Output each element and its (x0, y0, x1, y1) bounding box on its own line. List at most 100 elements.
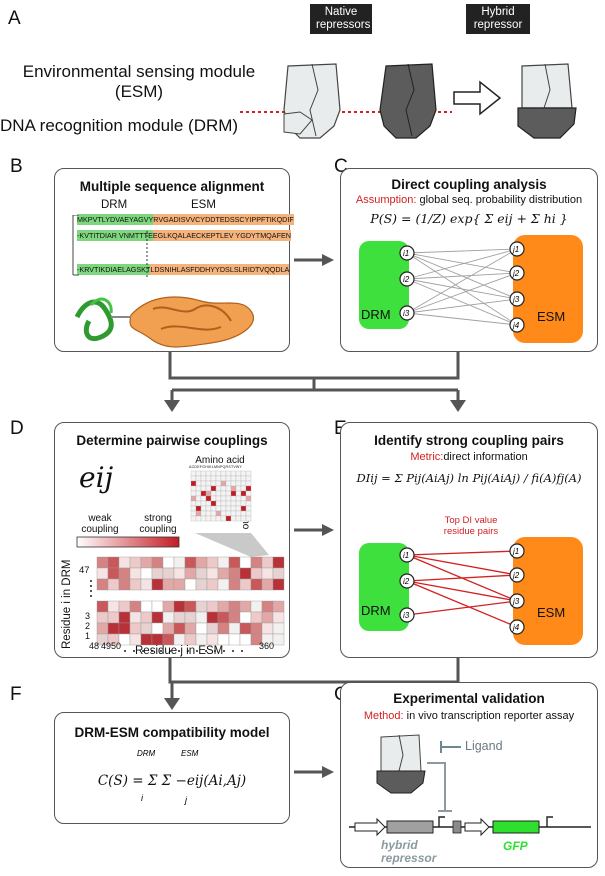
top-di-label-line1: Top DI value (444, 515, 498, 526)
zoom-cell (245, 495, 252, 502)
zoom-cell (205, 505, 212, 512)
heatmap-cell (162, 633, 175, 646)
heatmap-cell (184, 633, 197, 646)
zoom-cell (215, 515, 222, 522)
arrow-d-to-e (294, 524, 334, 536)
drm-block (359, 241, 409, 329)
arrow-b-to-c (294, 254, 334, 266)
esm-sequence: RVGADISVVCYDDTEDSSCYIPPFTIKQDIF (153, 214, 294, 225)
zoom-cell (225, 480, 232, 487)
heatmap-cell (140, 622, 153, 635)
axis-ellipsis-dot (90, 580, 92, 582)
zoom-cell (205, 490, 212, 497)
coupling-edge (406, 278, 518, 300)
zoom-cell (225, 490, 232, 497)
panel-b-title: Multiple sequence alignment (79, 179, 265, 194)
zoom-cell (205, 470, 212, 477)
x-tick-49: 49 (101, 641, 112, 651)
zoom-cell (190, 510, 197, 517)
compatibility-formula: C(S) = Σ Σ −eij(Ai,Aj) (97, 773, 247, 789)
drm-residue-node (399, 607, 415, 623)
esm-node-label: j1 (512, 547, 519, 556)
zoom-cell (225, 505, 232, 512)
heatmap-cell (107, 600, 120, 613)
heatmap-cell (250, 611, 263, 624)
heatmap-cell (129, 611, 142, 624)
axis-ellipsis-dot (133, 650, 135, 652)
heatmap-cell (184, 622, 197, 635)
coupling-edge (406, 554, 518, 576)
heatmap-cell (151, 567, 164, 580)
zoom-cell (215, 500, 222, 507)
esm-label-line2: (ESM) (114, 82, 164, 101)
panel-e-title: Identify strong coupling pairs (374, 433, 564, 448)
zoom-cell (245, 485, 252, 492)
coupling-edge (406, 550, 518, 556)
color-scale-bar (76, 536, 180, 548)
esm-node-label: j2 (512, 269, 520, 278)
zoom-cell (190, 470, 197, 477)
heatmap-cell (195, 622, 208, 635)
sequence-row: -KRVTIKDIAELAGSKTLDSNIHLASFDDHYYDSLSLRID… (77, 264, 290, 275)
heatmap-cell (239, 622, 252, 635)
zoom-cell (215, 475, 222, 482)
zoom-cell (195, 505, 202, 512)
zoom-cell (195, 480, 202, 487)
panel-e: Identify strong coupling pairs Metric:di… (340, 422, 598, 658)
compatibility-formula-graphic: DRM ESM i j (137, 749, 199, 805)
coupling-edge (406, 278, 518, 326)
axis-ellipsis-dot (90, 595, 92, 597)
drm-node-label: i1 (403, 249, 409, 258)
zoom-cell (230, 500, 237, 507)
zoom-cell (200, 485, 207, 492)
axis-ellipsis-dot (169, 650, 171, 652)
heatmap-cell (184, 556, 197, 569)
axis-ellipsis-dot (187, 650, 189, 652)
zoom-cell (230, 495, 237, 502)
heatmap-cell (151, 633, 164, 646)
zoom-cell (240, 470, 247, 477)
zoom-cell (190, 505, 197, 512)
axis-ellipsis-dot (205, 650, 207, 652)
heatmap-cell (173, 556, 186, 569)
assumption-text: global seq. probability distribution (416, 194, 583, 206)
zoom-cell (195, 490, 202, 497)
zoom-cell (210, 480, 217, 487)
zoom-cell (225, 495, 232, 502)
zoom-cell (225, 515, 232, 522)
zoom-cell (240, 505, 247, 512)
sequence-row: MKPVTLYDVAEYAGVYRVGADISVVCYDDTEDSSCYIPPF… (77, 214, 294, 225)
heatmap-cell (250, 556, 263, 569)
heatmap-cell (272, 633, 285, 646)
coupling-edge (406, 272, 518, 280)
heatmap-cell (217, 611, 230, 624)
heatmap-cell (140, 611, 153, 624)
heatmap-cell (151, 578, 164, 591)
panel-f-title: DRM-ESM compatibility model (74, 725, 270, 740)
drm-sequence: -KVTITDIAR VNMTTTE (77, 230, 153, 241)
zoom-cell (205, 515, 212, 522)
zoom-cell (215, 505, 222, 512)
zoom-cell (245, 500, 252, 507)
heatmap-cell (206, 567, 219, 580)
zoom-cell (230, 505, 237, 512)
zoom-cell (200, 490, 207, 497)
coupling-edge (406, 272, 518, 314)
zoom-cell (240, 490, 247, 497)
heatmap-cell (96, 600, 109, 613)
zoom-cell (220, 510, 227, 517)
zoom-cell (240, 500, 247, 507)
zoom-cell (200, 510, 207, 517)
heatmap-cell (140, 600, 153, 613)
zoom-cell (245, 480, 252, 487)
native-repressor-light (283, 63, 341, 139)
zoom-cell (210, 470, 217, 477)
zoom-cell (245, 510, 252, 517)
esm-residue-node (509, 543, 525, 559)
esm-sequence: EGLKQALAECKEPTLEV YGDYTMQAFEN (152, 230, 291, 241)
heatmap-cell (162, 578, 175, 591)
zoom-cell (220, 480, 227, 487)
gfp-gene-label: GFP (503, 839, 528, 853)
zoom-cell (215, 490, 222, 497)
heatmap-cell (239, 578, 252, 591)
